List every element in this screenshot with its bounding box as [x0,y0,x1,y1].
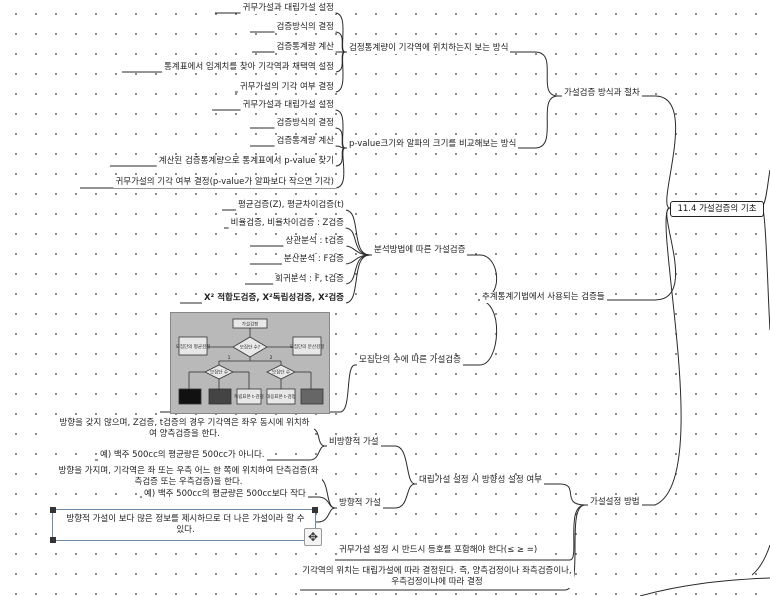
topic-procedure[interactable]: 가설검증 방식과 절차 [562,88,642,99]
nondirectional-example[interactable]: 예) 백주 500cc의 평균량은 500cc가 아니다. [98,450,267,461]
flow-decision: 모집단 수? [240,344,261,351]
critical-step-4[interactable]: 통계표에서 임계치를 찾아 기각역과 채택역 설정 [162,62,336,73]
topic-alt-direction[interactable]: 대립가설 설정 시 방향성 설정 여부 [417,475,544,486]
resize-handle-bottom-left[interactable] [50,537,56,543]
topic-directional[interactable]: 방향적 가설 [337,498,383,509]
topic-direction[interactable]: 가설설정 방법 [588,497,642,508]
topic-tests[interactable]: 추계통계기법에서 사용되는 검증들 [480,292,607,303]
flow-title: 가설검정 [242,321,259,328]
critical-step-5[interactable]: 귀무가설의 기각 여부 결정 [237,82,336,93]
flow-bottom-4: 대응표본 t-검정 [266,393,296,400]
analysis-item-3[interactable]: 상관분석 : t검증 [283,236,346,247]
pvalue-step-1[interactable]: 귀무가설과 대립가설 설정 [240,100,336,111]
nondirectional-desc[interactable]: 방향을 갖지 않으며, Z검증, t검증의 경우 기각역은 좌우 동시에 위치하… [55,418,314,440]
topic-critical-method[interactable]: 검정통계량이 기각역에 위치하는지 보는 방식 [347,43,511,54]
directional-desc[interactable]: 방향을 가지며, 기각역은 좌 또는 우측 어느 한 쪽에 위치하여 단측검증(… [55,466,322,488]
topic-pvalue-method[interactable]: p-value크기와 알파의 크기를 비교해보는 방식 [347,139,519,150]
edit-selection-box[interactable]: 방향적 가설이 보다 많은 정보를 제시하므로 더 나은 가설이라 할 수 있다… [50,507,318,543]
flow-bottom-3: 독립표본 t-검정 [234,393,264,400]
pvalue-step-2[interactable]: 검증방식의 결정 [274,118,336,129]
rejection-region-rule[interactable]: 기각역의 위치는 대립가설에 따라 결정된다. 즉, 양측검정이나 좌측검증이나… [300,566,574,588]
analysis-item-2[interactable]: 비율검증, 비율차이검증 : Z검증 [228,218,346,229]
topic-population-tests[interactable]: 모집단의 수에 따른 가설검증 [357,355,463,366]
flow-left-note: 모집단의 평균검정 [176,343,211,350]
null-hypothesis-rule[interactable]: 귀무가설 설정 시 반드시 등호를 포함해야 한다(≤ ≥ =) [337,545,540,556]
analysis-item-4[interactable]: 분산분석 : F검증 [281,254,346,265]
topic-nondirectional[interactable]: 비방향적 가설 [327,437,381,448]
directional-note[interactable]: 방향적 가설이 보다 많은 정보를 제시하므로 더 나은 가설이라 할 수 있다… [66,514,305,535]
resize-handle-top-left[interactable] [50,507,56,513]
critical-step-1[interactable]: 귀무가설과 대립가설 설정 [240,3,336,14]
flow-right-note: 모집단의 분산검정 [290,343,325,350]
analysis-item-1[interactable]: 평균검증(Z), 평균차이검증(t) [235,200,346,211]
flowchart-image[interactable]: 가설검정 모집단 수? 모집단의 평균검정 모집단의 분산검정 모집단 수 모집… [170,312,330,414]
critical-step-3[interactable]: 검증통계량 계산 [274,42,336,53]
flow-sub-right: 모집단 수 [272,369,290,376]
pvalue-step-5[interactable]: 귀무가설의 기각 여부 결정(p-value가 알파보다 작으면 기각) [113,177,336,188]
analysis-item-5[interactable]: 회귀분석 : F, t검증 [273,274,346,285]
directional-example[interactable]: 예) 백주 500cc의 평균량은 500cc보다 작다 [142,489,308,500]
resize-handle-top-right[interactable] [312,507,318,513]
root-topic[interactable]: 11.4 가설검증의 기초 [670,201,764,217]
flow-sub-left: 모집단 수 [210,369,228,376]
topic-analysis-tests[interactable]: 분석방법에 따른 가설검증 [372,245,468,256]
flow-edge-two: 2 [270,355,273,361]
flow-edge-one: 1 [228,355,231,361]
analysis-item-6[interactable]: X² 적합도검증, X²독립성검증, X²검증 [201,293,346,304]
critical-step-2[interactable]: 검증방식의 결정 [274,22,336,33]
move-arrows-icon[interactable]: ✥ [304,528,322,546]
pvalue-step-3[interactable]: 검증통계량 계산 [274,136,336,147]
pvalue-step-4[interactable]: 계산된 검증통계량으로 통계표에서 p-value 찾기 [156,156,336,167]
